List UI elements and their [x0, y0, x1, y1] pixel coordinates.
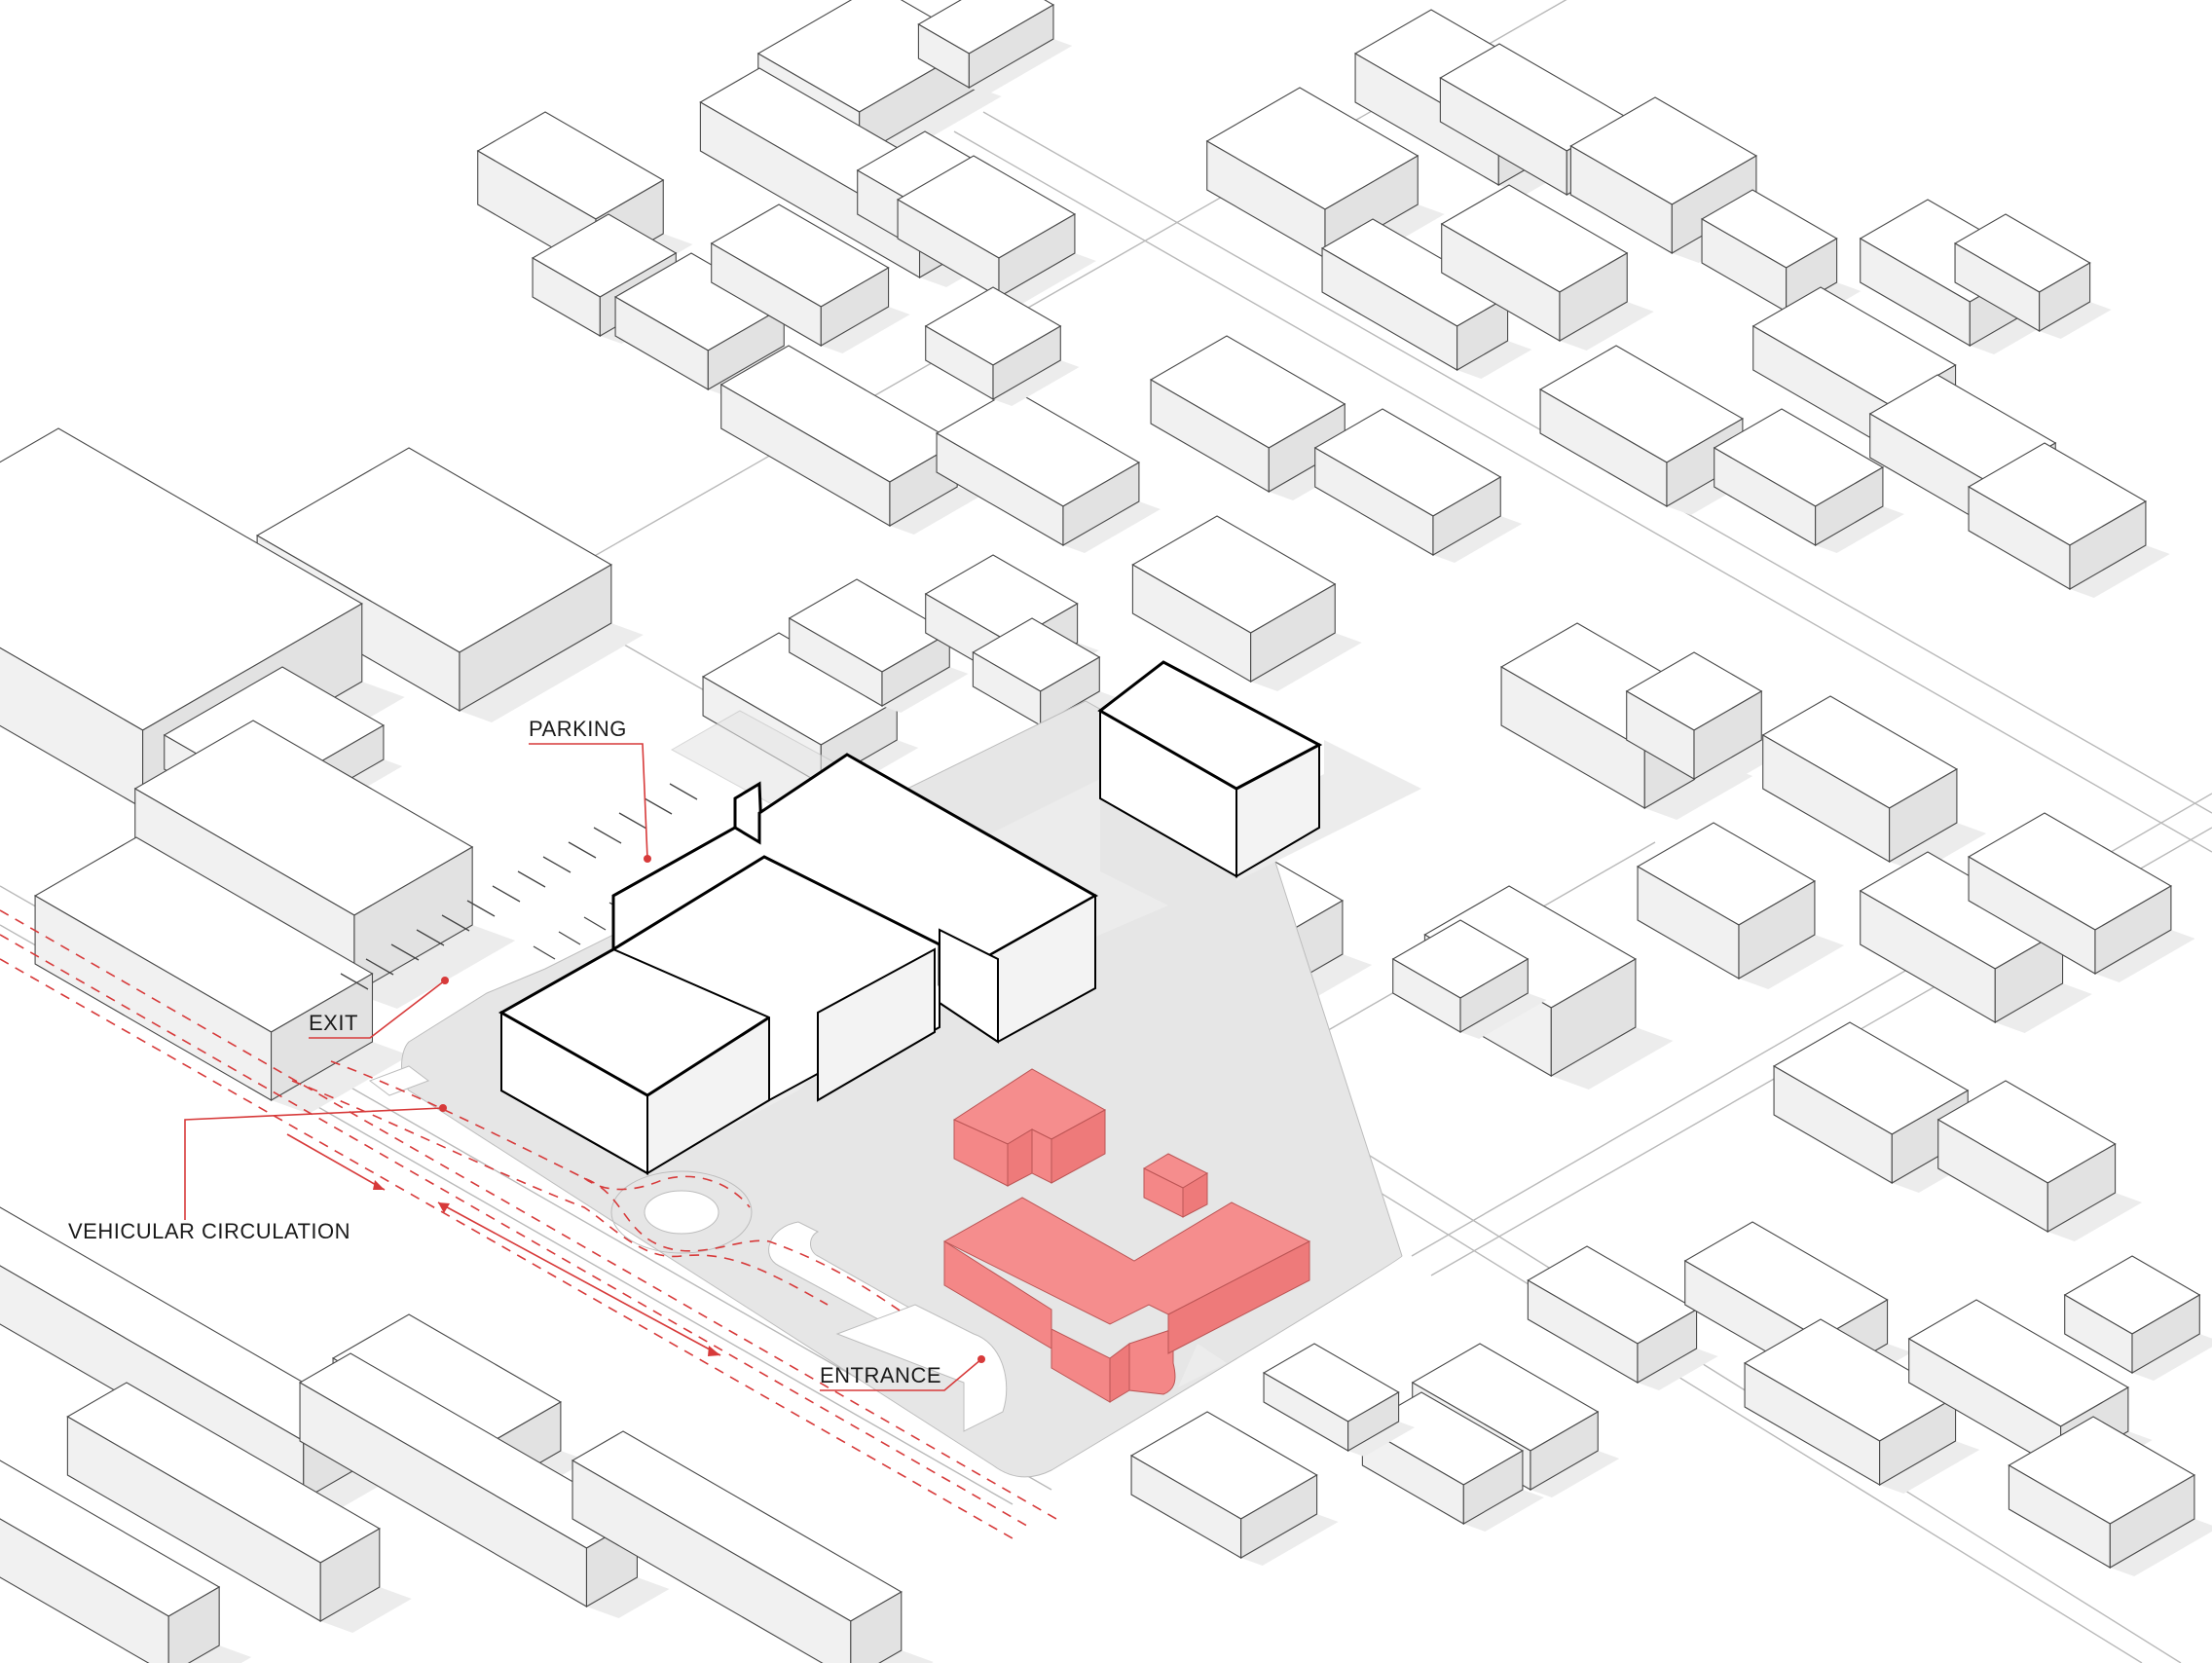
context-building-12 — [924, 286, 1080, 406]
exit-label: EXIT — [309, 1011, 358, 1035]
label-vehicular-circulation: VEHICULAR CIRCULATION — [68, 1104, 447, 1243]
existing-main-buildings — [498, 660, 1323, 1175]
context-building-2 — [917, 0, 1073, 94]
parking-stall-line — [558, 931, 581, 945]
parking-stall-line — [618, 812, 647, 830]
parking-label: PARKING — [529, 717, 627, 741]
context-building-27 — [1149, 335, 1369, 500]
label-parking: PARKING — [529, 717, 651, 863]
parking-stall-line — [568, 841, 597, 859]
context-building-47 — [1129, 1411, 1339, 1566]
vehicular-circulation-label: VEHICULAR CIRCULATION — [68, 1219, 350, 1243]
context-building-45 — [2063, 1255, 2212, 1381]
label-entrance: ENTRANCE — [820, 1355, 985, 1391]
parking-stall-line — [593, 827, 622, 844]
context-building-28 — [1313, 408, 1523, 563]
parking-stall-line — [517, 870, 546, 888]
entrance-label: ENTRANCE — [820, 1363, 941, 1387]
context-building-9 — [896, 155, 1096, 305]
context-building-46 — [2008, 1416, 2212, 1576]
proposed-buildings — [942, 1068, 1311, 1403]
context-building-42 — [1361, 1391, 1544, 1532]
context-building-58 — [66, 1382, 412, 1633]
context-building-16 — [1440, 184, 1654, 351]
label-exit: EXIT — [309, 977, 449, 1039]
context-building-8 — [710, 203, 910, 353]
context-building-26 — [1967, 442, 2170, 598]
parking-stall-line — [390, 943, 420, 961]
context-building-24 — [1713, 408, 1904, 553]
parking-stall-line — [533, 945, 556, 960]
parking-stall-line — [542, 856, 571, 873]
context-building-48 — [1262, 1343, 1416, 1457]
context-building-39 — [1527, 1245, 1718, 1390]
context-building-60 — [571, 1430, 934, 1663]
context-building-34 — [1859, 851, 2092, 1033]
context-building-33 — [1636, 822, 1845, 989]
context-building-59 — [0, 1460, 252, 1663]
context-building-66 — [1391, 919, 1547, 1039]
parking-stall-line — [416, 929, 445, 946]
parking-stall-line — [583, 916, 607, 931]
parking-stall-line — [441, 914, 470, 932]
parking-stall-line — [644, 797, 673, 815]
parking-stall-line — [340, 973, 369, 990]
context-building-10 — [719, 345, 981, 535]
context-building-32 — [1761, 695, 1987, 872]
context-building-62 — [788, 578, 969, 713]
context-building-38 — [1936, 1080, 2143, 1241]
parking-stall-line — [365, 958, 394, 976]
context-building-43 — [1743, 1318, 1980, 1494]
context-building-35 — [1967, 812, 2195, 982]
context-building-23 — [1953, 213, 2112, 339]
context-building-11 — [935, 388, 1161, 553]
parking-stall-line — [669, 783, 698, 800]
context-building-29 — [1131, 515, 1362, 691]
vehicular-circulation-routes — [0, 909, 1057, 1539]
parking-stall-line — [492, 885, 521, 903]
parking-stall-line — [466, 900, 496, 917]
